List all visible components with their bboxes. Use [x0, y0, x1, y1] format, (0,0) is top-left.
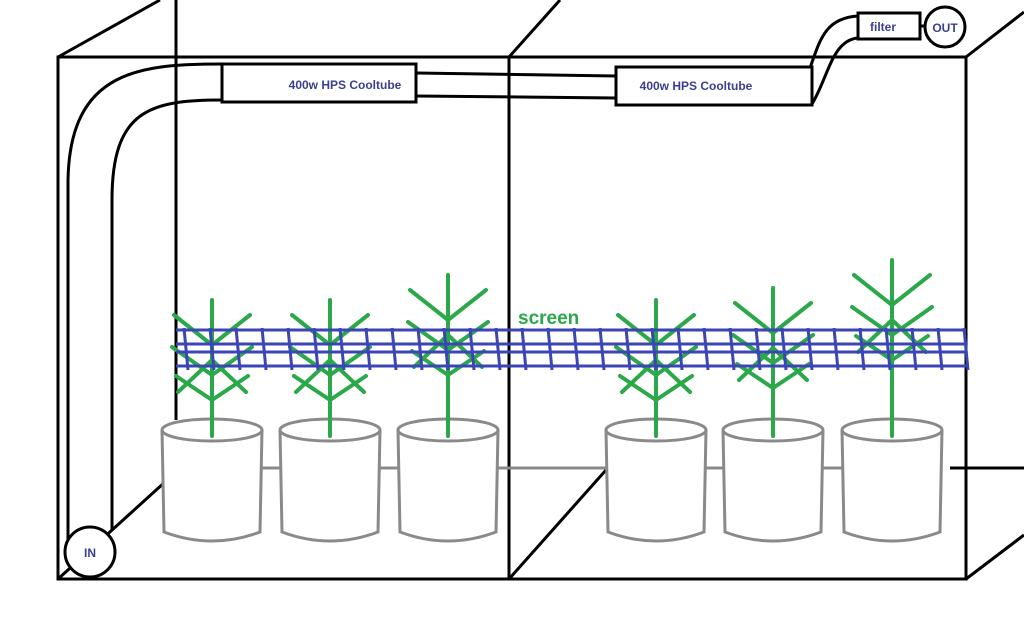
in-fan: IN — [63, 525, 117, 579]
pot-body — [604, 429, 708, 543]
plant-branch — [771, 333, 815, 365]
plant-icon — [850, 258, 934, 438]
cooltube-2-label: 400w HPS Cooltube — [640, 79, 753, 93]
out-label: OUT — [932, 21, 958, 35]
filter-label: filter — [870, 20, 896, 34]
pot-body — [278, 429, 382, 543]
screen-crossbar — [806, 327, 814, 371]
plant-branch — [654, 374, 694, 402]
screen-crossbar — [182, 327, 190, 371]
screen-crossbar — [884, 327, 892, 371]
screen-crossbar — [910, 327, 918, 371]
screen-crossbar — [624, 327, 632, 371]
plant-branch — [446, 349, 486, 377]
screen-crossbar — [260, 327, 268, 371]
tent-perspective-top-left — [57, 0, 161, 59]
plant-branch — [210, 374, 250, 402]
pot-icon — [721, 417, 825, 543]
screen-crossbar — [338, 327, 346, 371]
plant-branch — [735, 362, 775, 390]
pot-icon — [396, 417, 500, 543]
screen-crossbar — [598, 327, 606, 371]
screen-crossbar — [520, 327, 528, 371]
screen-label: screen — [518, 308, 579, 329]
plant-branch — [446, 288, 488, 322]
screen-crossbar — [208, 327, 216, 371]
plant-branch — [890, 318, 928, 354]
cooltube-2: 400w HPS Cooltube — [614, 65, 814, 107]
screen-crossbar — [442, 327, 450, 371]
screen-crossbar — [780, 327, 788, 371]
plant-branch — [406, 320, 450, 352]
intake-duct — [66, 62, 223, 548]
tent-perspective-bottom-right — [965, 533, 1024, 581]
plant-branch — [328, 374, 368, 402]
screen-crossbar — [936, 327, 944, 371]
plant-branch — [408, 288, 450, 322]
in-label: IN — [84, 546, 96, 560]
plant-icon — [170, 298, 254, 438]
plant-icon — [731, 286, 815, 438]
screen-crossbar — [702, 327, 710, 371]
out-port-icon — [923, 5, 967, 49]
pot-body — [160, 429, 264, 543]
screen-crossbar — [494, 327, 502, 371]
plant-branch — [733, 301, 775, 335]
screen-crossbar — [650, 327, 658, 371]
screen-crossbar — [962, 327, 970, 371]
plant-branch — [856, 318, 894, 354]
screen-crossbar — [312, 327, 320, 371]
plant-branch — [446, 320, 490, 352]
plant-icon — [288, 298, 372, 438]
plant-branch — [852, 273, 894, 307]
cooltube-1: 400w HPS Cooltube — [220, 62, 418, 104]
plant-branch — [618, 374, 658, 402]
carbon-filter: filter — [856, 11, 922, 41]
light-ducting — [415, 14, 924, 105]
scrog-screen — [176, 327, 970, 371]
pot-body — [721, 429, 825, 543]
screen-crossbar — [364, 327, 372, 371]
screen-crossbar — [546, 327, 554, 371]
screen-crossbar — [572, 327, 580, 371]
screen-crossbar — [728, 327, 736, 371]
plant-branch — [292, 374, 332, 402]
plant-branch — [890, 273, 932, 307]
tent-perspective-top-right — [965, 10, 1024, 59]
plant-branch — [410, 349, 450, 377]
pot-body — [396, 429, 500, 543]
pots-group — [160, 417, 944, 543]
pot-body — [840, 429, 944, 543]
screen-crossbar — [832, 327, 840, 371]
tent-front-face — [56, 55, 968, 581]
screen-crossbar — [286, 327, 294, 371]
tent-perspective-top-mid — [507, 0, 562, 59]
screen-crossbar — [234, 327, 242, 371]
screen-crossbar — [676, 327, 684, 371]
tent-perspective-bottom-mid — [507, 469, 608, 580]
screen-crossbar — [858, 327, 866, 371]
cooltube-1-label: 400w HPS Cooltube — [289, 78, 402, 92]
screen-crossbar — [416, 327, 424, 371]
screen-crossbar — [468, 327, 476, 371]
plant-branch — [731, 333, 775, 365]
screen-crossbar — [390, 327, 398, 371]
in-port-icon — [63, 525, 117, 579]
plant-branch — [771, 301, 813, 335]
plant-branch — [771, 362, 811, 390]
plant-branch — [890, 334, 930, 362]
screen-crossbar — [754, 327, 762, 371]
pot-icon — [840, 417, 944, 543]
plant-branch — [174, 374, 214, 402]
plants-group — [170, 258, 934, 438]
out-fan: OUT — [923, 5, 967, 49]
